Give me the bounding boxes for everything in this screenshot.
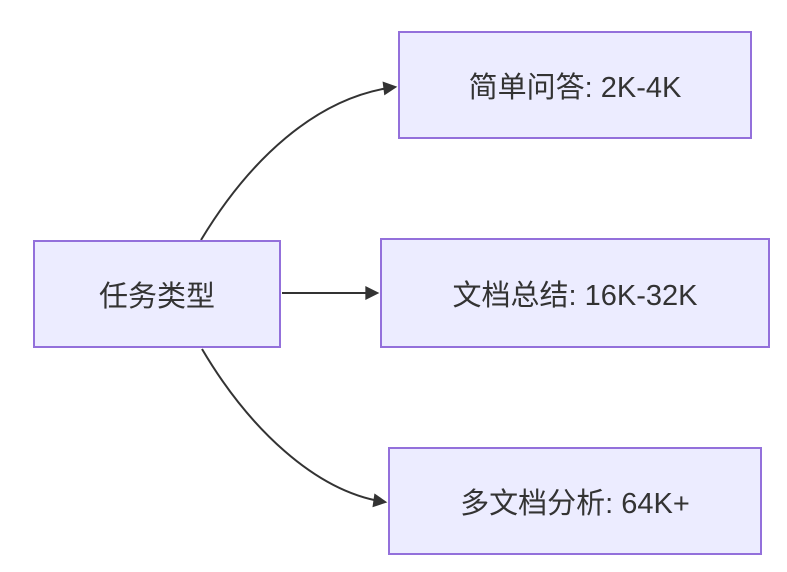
node-multi-doc-label: 多文档分析: 64K+ (460, 488, 690, 520)
node-simple-qa-label: 简单问答: 2K-4K (468, 72, 682, 104)
node-doc-summary-label: 文档总结: 16K-32K (452, 280, 698, 312)
edge-task-to-multi-doc (201, 348, 388, 508)
node-task-type-label: 任务类型 (98, 281, 215, 313)
node-multi-doc: 多文档分析: 64K+ (388, 447, 762, 555)
node-doc-summary: 文档总结: 16K-32K (380, 238, 770, 348)
edge-task-to-simple-qa (200, 81, 398, 241)
node-simple-qa: 简单问答: 2K-4K (398, 31, 752, 139)
node-task-type: 任务类型 (33, 240, 281, 348)
